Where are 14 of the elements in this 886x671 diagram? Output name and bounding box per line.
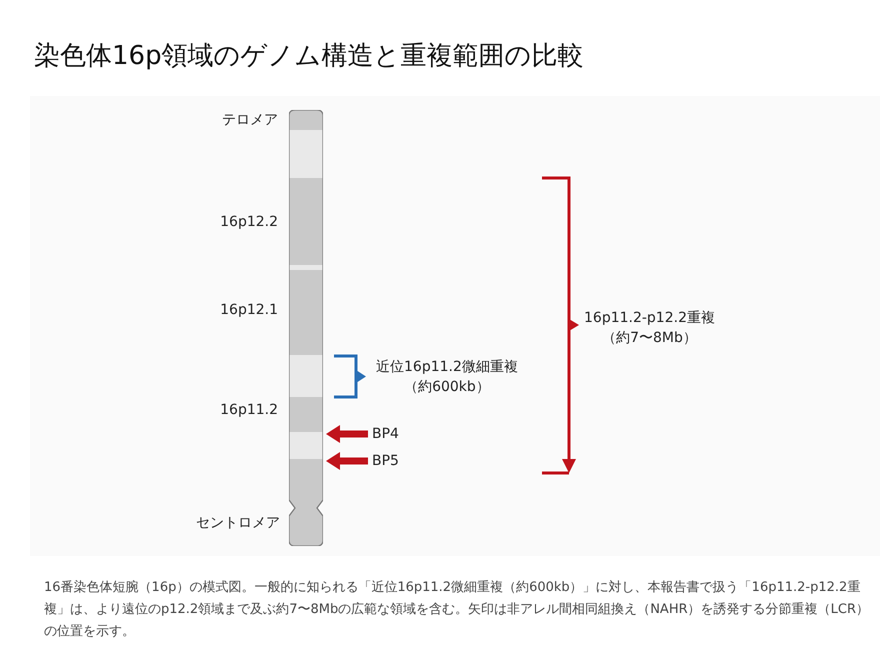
region-label: セントロメア [196, 514, 280, 532]
title: 染色体16p領域のゲノム構造と重複範囲の比較 [34, 40, 584, 73]
node-text: BP5 [372, 451, 399, 471]
node-text: BP4 [372, 424, 399, 444]
caption: 16番染色体短腕（16p）の模式図。一般的に知られる「近位16p11.2微細重複（約600kb）」に対し、本報告書で扱う「16p11.2-p12.2重複」は、より遠位のp12.2領域まで及ぶ約7〜8Mbの広範な領域を含む。矢印は非アレル間相同組換え（NAHR）を誘発する分節重複（LCR）の位置を示す。 [44, 579, 870, 641]
region-label: テロメア [222, 111, 278, 129]
region-label: 16p12.1 [220, 301, 278, 319]
region-label: 16p11.2 [220, 401, 278, 419]
arrow [326, 452, 368, 470]
arrow [326, 425, 368, 443]
node-text: 16p11.2-p12.2重複（約7〜8Mb） [584, 308, 715, 348]
chromosome-drawing [289, 110, 323, 546]
region-label: 16p12.2 [220, 213, 278, 231]
node-text: 近位16p11.2微細重複（約600kb） [376, 357, 518, 397]
